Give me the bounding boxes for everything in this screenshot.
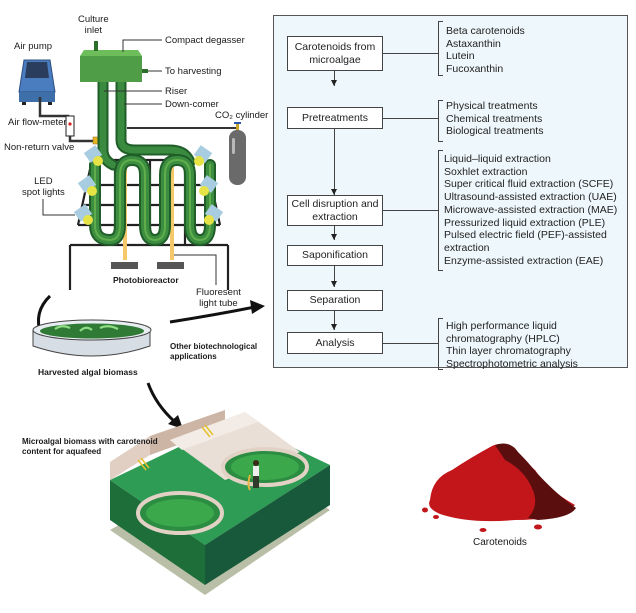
detail-item: Pressurized liquid extraction (PLE) [444, 216, 606, 229]
label-fluorescent-light-tube: Fluoresent light tube [196, 287, 241, 309]
fluorescent-tube-icon [157, 262, 184, 269]
co2-cylinder-icon [229, 122, 246, 185]
detail-item: Ultrasound-assisted extraction (UAE) [444, 191, 617, 204]
fluorescent-beam [170, 160, 174, 260]
compact-degasser-icon [80, 41, 148, 82]
farmer-icon [247, 460, 259, 491]
detail-item: Biological treatments [446, 125, 544, 138]
step-pretreatments: Pretreatments [287, 107, 383, 129]
petri-dish-icon [32, 319, 152, 357]
detail-item: Microwave-assisted extraction (MAE) [444, 203, 618, 216]
air-flow-meter-icon [65, 115, 75, 137]
detail-item: Super critical fluid extraction (SCFE) [444, 178, 614, 191]
aquaculture-pond-illustration [110, 410, 330, 595]
detail-item: extraction [444, 241, 490, 254]
detail-item: Enzyme-assisted extraction (EAE) [444, 254, 604, 267]
led-spot-light-icon [73, 145, 224, 225]
extraction-flowchart-panel: Carotenoids from microalgae Pretreatment… [273, 15, 628, 371]
flow-arrow [169, 305, 256, 324]
detail-item: Liquid–liquid extraction [444, 153, 551, 165]
reactor-tubes [89, 74, 216, 247]
step-saponification: Saponification [287, 245, 383, 266]
detail-item: Lutein [446, 50, 475, 63]
label-down-comer: Down-comer [165, 99, 219, 110]
label-led-spot-lights: LED spot lights [22, 176, 65, 198]
details-pretreatments: Physical treatments Chemical treatments … [446, 100, 543, 138]
label-carotenoids: Carotenoids [473, 537, 527, 548]
label-co2-cylinder: CO₂ cylinder [215, 110, 269, 121]
label-aquafeed: Microalgal biomass with carotenoid conte… [22, 437, 158, 456]
details-analysis-methods: High performance liquid chromatography (… [446, 320, 578, 371]
label-compact-degasser: Compact degasser [165, 35, 245, 46]
detail-item: Chemical treatments [446, 112, 543, 125]
step-cell-disruption-extraction: Cell disruption and extraction [287, 195, 383, 226]
fluorescent-tube-icon [111, 262, 138, 269]
label-culture-inlet: Culture inlet [78, 14, 109, 36]
step-separation: Separation [287, 290, 383, 311]
detail-item: chromatography (HPLC) [446, 332, 560, 345]
label-riser: Riser [165, 86, 188, 97]
details-carotenoid-types: Beta carotenoids Astaxanthin Lutein Fuco… [446, 25, 525, 76]
label-harvested-biomass: Harvested algal biomass [38, 367, 138, 377]
air-pump-icon [18, 59, 56, 105]
label-other-applications: Other biotechnological applications [170, 342, 258, 361]
label-air-flow-meter: Air flow-meter [8, 117, 67, 128]
flow-arrow [146, 382, 177, 424]
detail-item: Fucoxanthin [446, 63, 504, 76]
label-non-return-valve: Non-return valve [4, 142, 75, 153]
detail-item: Astaxanthin [446, 37, 501, 50]
detail-item: Pulsed electric field (PEF)-assisted [444, 229, 607, 242]
step-analysis: Analysis [287, 332, 383, 354]
label-to-harvesting: To harvesting [165, 66, 222, 77]
label-photobioreactor: Photobioreactor [113, 275, 179, 285]
detail-item: Soxhlet extraction [444, 165, 528, 178]
detail-item: Beta carotenoids [446, 25, 525, 37]
leader-lines [42, 39, 217, 285]
label-air-pump: Air pump [14, 41, 53, 52]
step-carotenoids-from-microalgae: Carotenoids from microalgae [287, 36, 383, 71]
detail-item: Thin layer chromatography [446, 345, 571, 358]
details-extraction-methods: Liquid–liquid extraction Soxhlet extract… [444, 153, 617, 267]
detail-item: Spectrophotometric analysis [446, 358, 578, 371]
detail-item: Physical treatments [446, 100, 538, 112]
detail-item: High performance liquid [446, 320, 557, 332]
carotenoid-powder-icon [422, 443, 576, 532]
